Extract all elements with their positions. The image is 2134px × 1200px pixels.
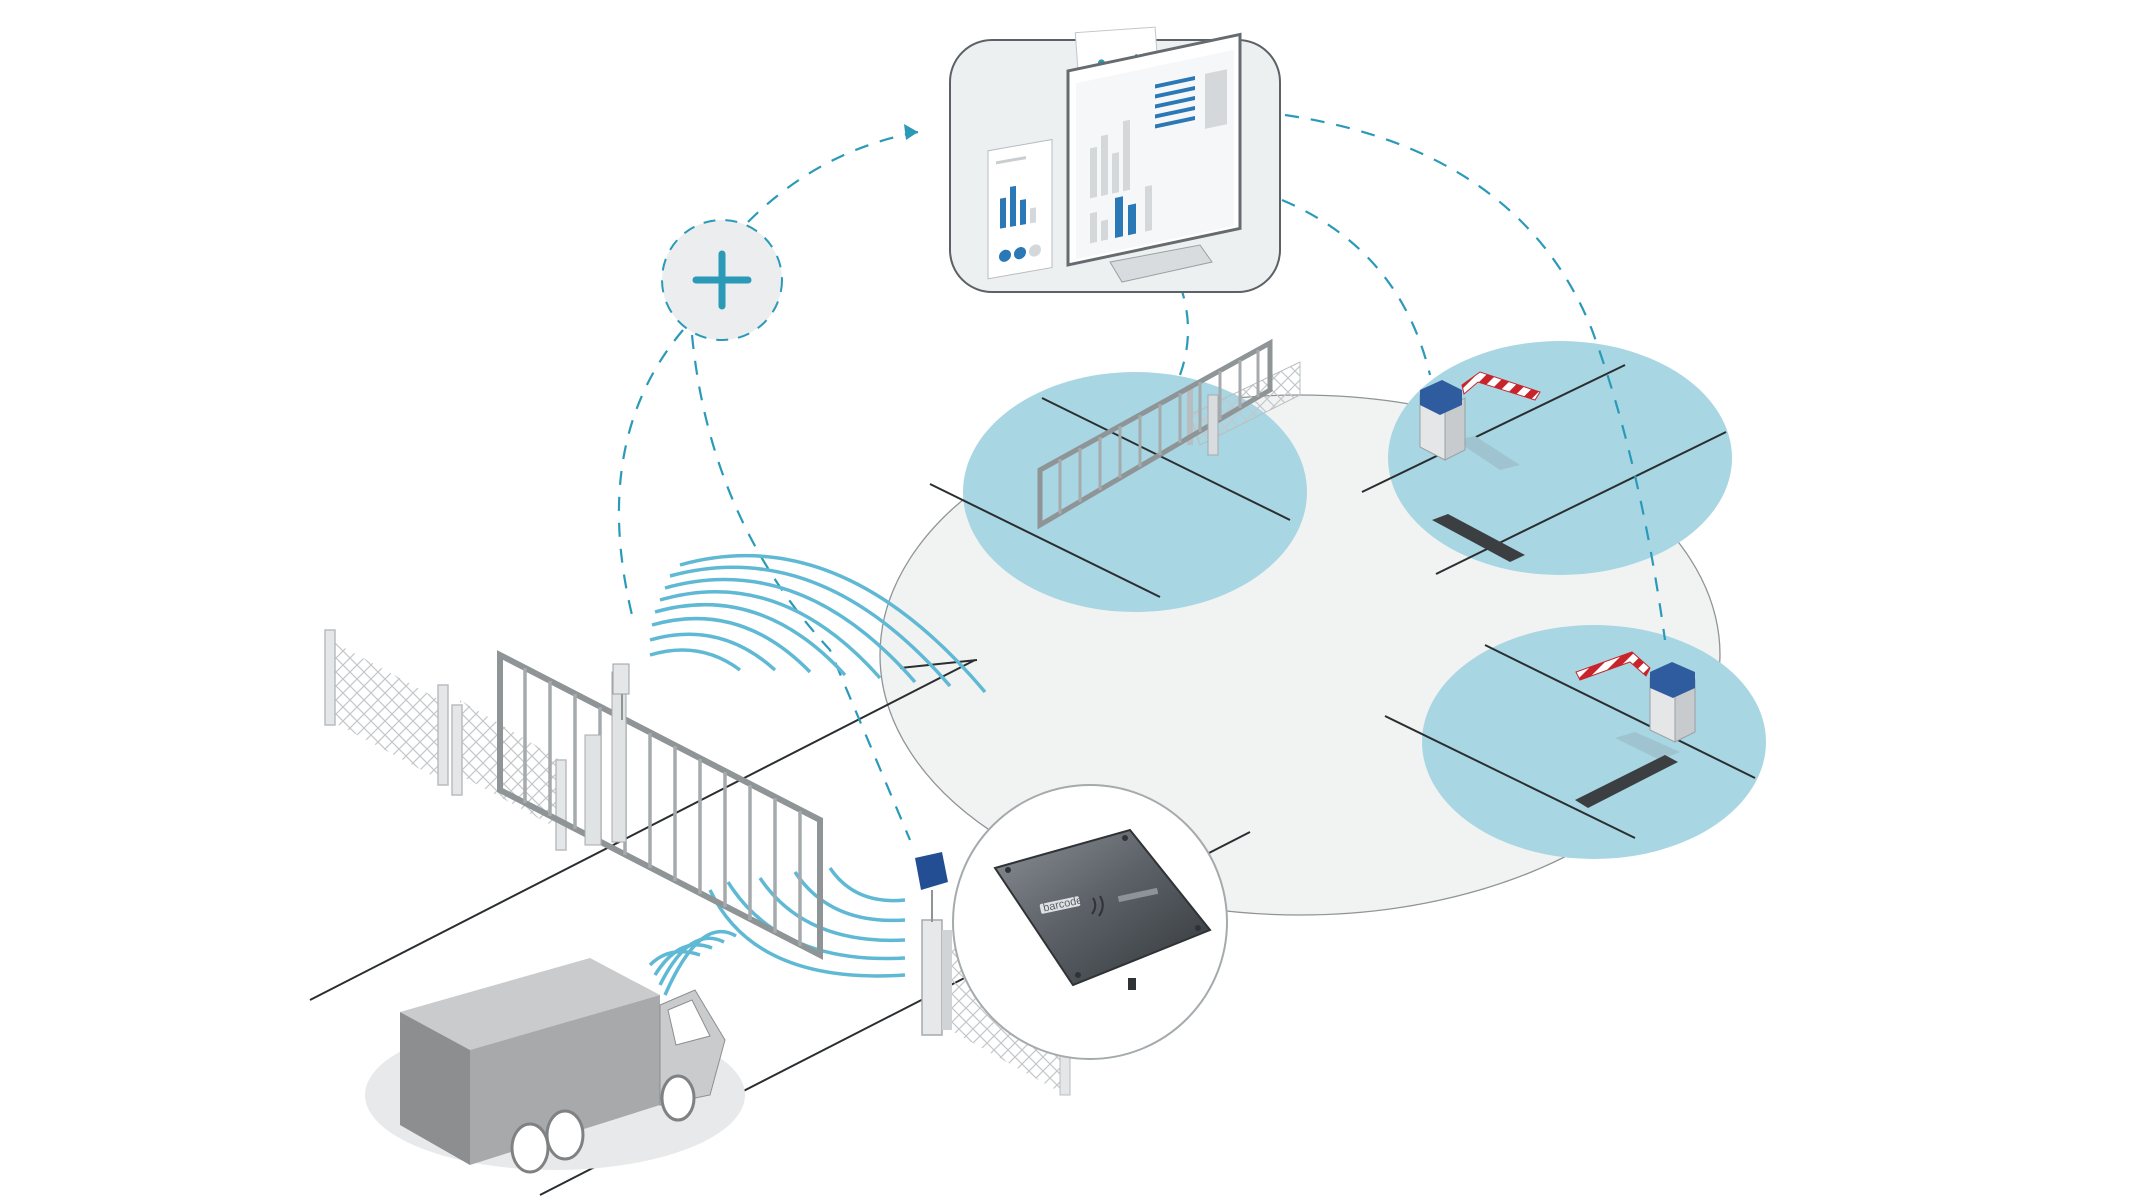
sliding-gate-icon bbox=[1037, 338, 1301, 530]
rf-waves-truck bbox=[648, 929, 737, 996]
plus-icon bbox=[692, 250, 752, 310]
barrier-icon bbox=[1419, 371, 1541, 562]
rf-waves-lower bbox=[708, 867, 906, 978]
integration-hub bbox=[661, 219, 783, 341]
data-link-lines bbox=[617, 113, 1667, 841]
software-panel bbox=[949, 26, 1281, 293]
truck-icon bbox=[365, 958, 745, 1174]
rfid-antenna-icon bbox=[915, 852, 952, 1036]
rfid-reader-icon: barcode bbox=[952, 784, 1228, 1060]
zone-barrier-bottom bbox=[1422, 625, 1766, 859]
zone-barrier-top bbox=[1388, 341, 1732, 575]
rfid-antenna-icon bbox=[612, 663, 630, 720]
arrow-head bbox=[904, 124, 918, 140]
report-icon bbox=[987, 138, 1053, 280]
rf-waves-upper bbox=[649, 553, 987, 694]
monitor-icon bbox=[1066, 32, 1242, 283]
perimeter-fence bbox=[324, 629, 567, 851]
barrier-icon bbox=[1575, 651, 1696, 808]
ellipse-center-line bbox=[899, 659, 978, 669]
